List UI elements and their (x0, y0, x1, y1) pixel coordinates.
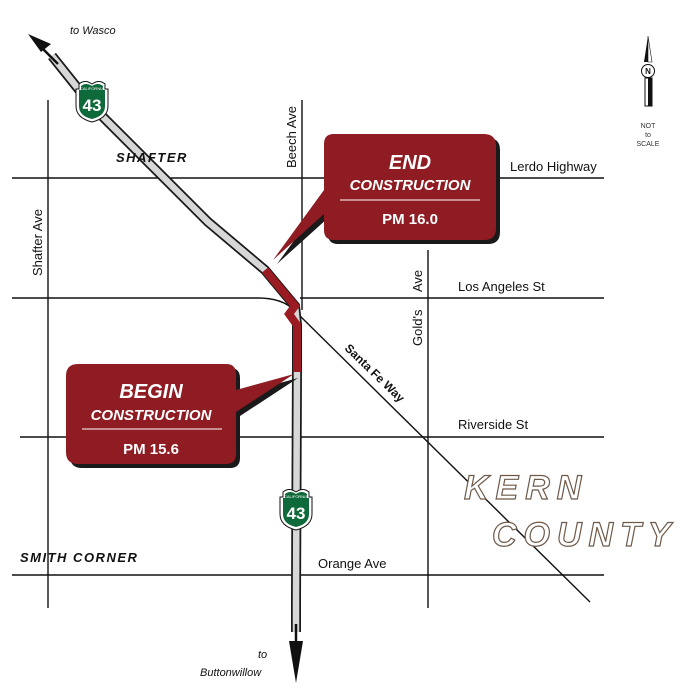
callout-end-title: END (389, 152, 431, 174)
town-shafter: SHAFTER (116, 150, 188, 165)
road-los-angeles-st (12, 297, 604, 311)
not-to-scale-line1: NOT (641, 123, 657, 130)
callout-end-construction: END CONSTRUCTION PM 16.0 (273, 134, 500, 264)
north-arrow: N NOT to SCALE (637, 35, 660, 148)
north-direction-arrow (28, 34, 51, 52)
callout-begin-title: BEGIN (119, 381, 183, 403)
county-label-county: COUNTY (492, 516, 678, 554)
highway-shield-south: CALIFORNIA 43 (279, 489, 313, 531)
not-to-scale-line3: SCALE (637, 141, 660, 148)
callout-end-postmile: PM 16.0 (382, 211, 438, 228)
shield-number: 43 (287, 504, 306, 523)
label-orange-ave: Orange Ave (318, 556, 386, 571)
callout-end-subtitle: CONSTRUCTION (350, 177, 472, 194)
label-santa-fe-way: Santa Fe Way (342, 341, 408, 405)
shield-top-text: CALIFORNIA (284, 494, 308, 499)
destination-to: to (258, 649, 267, 661)
shield-number: 43 (83, 96, 102, 115)
destination-to-wasco: to Wasco (70, 25, 116, 37)
label-golds-ave: Ave (410, 270, 425, 292)
shield-top-text: CALIFORNIA (80, 86, 104, 91)
destination-buttonwillow: Buttonwillow (200, 667, 262, 679)
county-label-kern: KERN (464, 469, 588, 507)
north-letter: N (645, 67, 651, 76)
road-santa-fe-way (295, 311, 591, 603)
label-golds: Gold's (410, 309, 425, 346)
label-shafter-ave: Shafter Ave (30, 209, 45, 276)
highway-shield-north: CALIFORNIA 43 (75, 81, 109, 123)
highway-43 (48, 52, 302, 632)
callout-begin-postmile: PM 15.6 (123, 441, 179, 458)
not-to-scale-line2: to (645, 132, 651, 139)
callout-begin-construction: BEGIN CONSTRUCTION PM 15.6 (66, 364, 298, 468)
label-los-angeles-st: Los Angeles St (458, 279, 545, 294)
label-beech-ave: Beech Ave (284, 106, 299, 168)
label-riverside-st: Riverside St (458, 417, 528, 432)
south-direction-arrow (289, 641, 303, 683)
construction-segment (261, 267, 301, 372)
label-lerdo-highway: Lerdo Highway (510, 159, 597, 174)
callout-begin-subtitle: CONSTRUCTION (91, 407, 213, 424)
town-smith-corner: SMITH CORNER (20, 550, 138, 565)
